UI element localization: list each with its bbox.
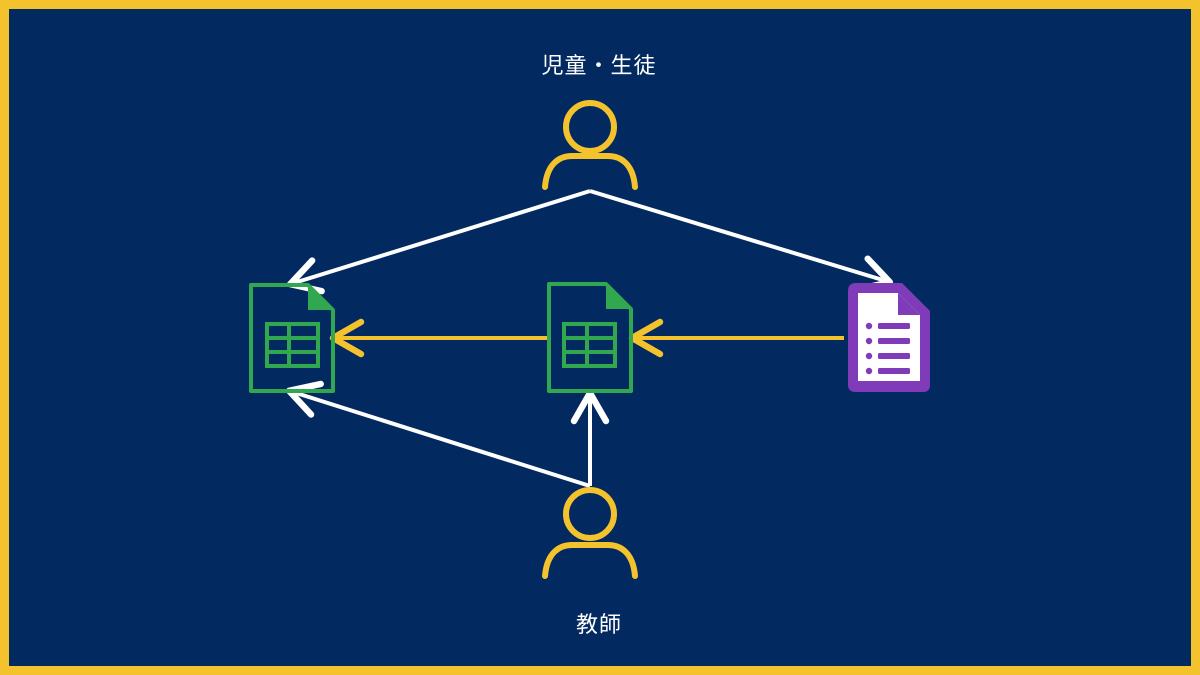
arrow-teacher-to-left-sheet	[285, 380, 591, 488]
flow-arrows	[285, 189, 894, 488]
arrow-student-to-left-sheet	[286, 189, 591, 295]
teacher-person-icon	[542, 487, 638, 579]
teacher-label: 教師	[575, 613, 622, 638]
middle-spreadsheet-icon	[547, 282, 633, 393]
arrow-student-to-form	[589, 189, 894, 293]
right-form-document-icon	[848, 283, 930, 392]
left-spreadsheet-icon	[249, 283, 335, 393]
student-person-icon	[542, 100, 638, 190]
student-label: 児童・生徒	[541, 54, 657, 79]
